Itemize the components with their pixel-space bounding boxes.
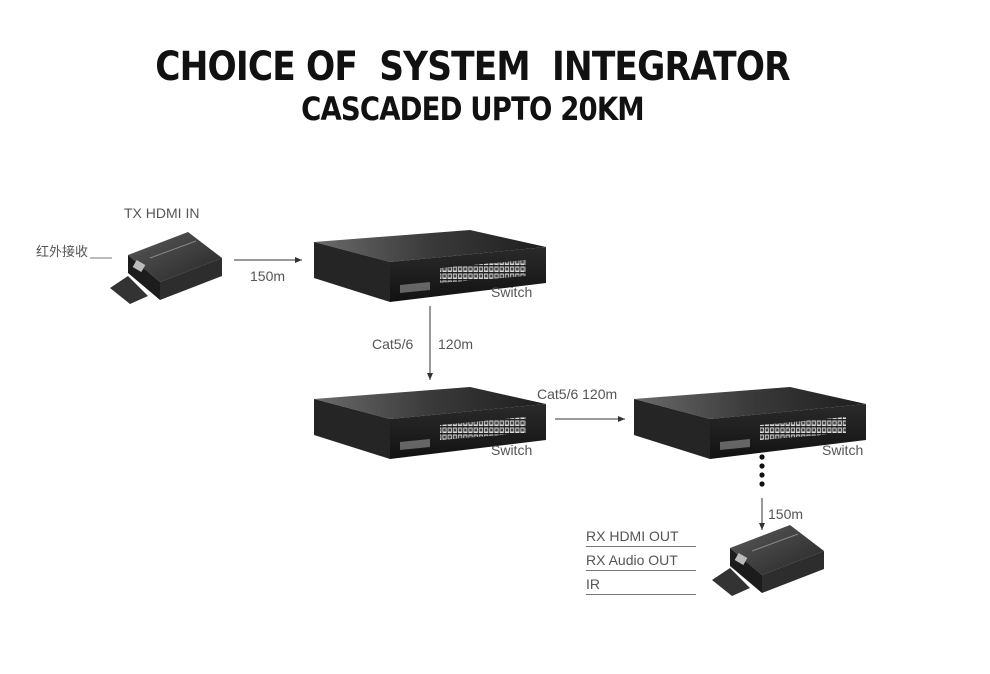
page-subtitle: CASCADED UPTO 20KM xyxy=(301,90,645,128)
tx-label: TX HDMI IN xyxy=(124,205,200,221)
page-title: CHOICE OF SYSTEM INTEGRATOR xyxy=(155,44,790,90)
link-label-switch2-switch3: Cat5/6 120m xyxy=(537,386,618,402)
cascade-dots xyxy=(759,454,765,487)
rx-extender-device xyxy=(712,525,824,596)
link-label-cable-1: Cat5/6 xyxy=(372,336,414,352)
rx-output-hdmi: RX HDMI OUT xyxy=(586,528,696,547)
link-label-tx-switch1: 150m xyxy=(250,268,286,284)
link-label-switch3-rx: 150m xyxy=(768,506,804,522)
switch-label-2: Switch xyxy=(491,442,533,458)
switch-label-3: Switch xyxy=(822,442,864,458)
switch-label-1: Switch xyxy=(491,284,533,300)
tx-extender-device xyxy=(110,232,222,304)
switch-device-2 xyxy=(314,387,546,459)
rx-output-ir: IR xyxy=(586,576,696,595)
link-label-length-1: 120m xyxy=(438,336,474,352)
switch-device-1 xyxy=(314,230,546,302)
switch-device-3 xyxy=(634,387,866,459)
rx-output-audio: RX Audio OUT xyxy=(586,552,696,571)
tx-ir-label: 红外接收 xyxy=(36,245,89,260)
